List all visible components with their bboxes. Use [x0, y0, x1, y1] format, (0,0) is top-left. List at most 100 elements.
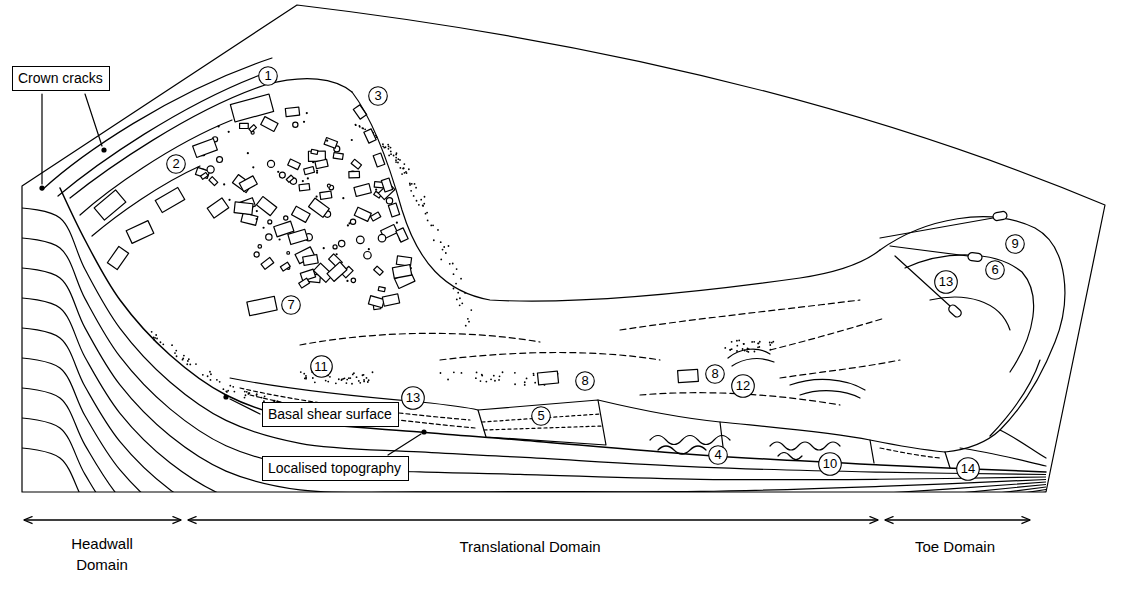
debris: [287, 252, 290, 255]
debris: [306, 112, 308, 114]
debris: [262, 227, 264, 229]
strata-line: [22, 208, 1046, 590]
callout-number: 10: [818, 452, 842, 476]
debris: [388, 155, 390, 157]
debris: [304, 167, 315, 175]
debris: [347, 224, 349, 226]
debris: [341, 379, 343, 381]
debris: [338, 240, 344, 246]
debris: [771, 342, 773, 344]
debris: [207, 166, 214, 173]
debris: [183, 355, 185, 357]
callout-number-text: 13: [406, 386, 420, 410]
flow-line: [780, 360, 900, 378]
debris: [228, 131, 230, 133]
debris: [305, 378, 307, 380]
debris: [300, 371, 302, 373]
debris: [248, 393, 250, 395]
debris: [327, 184, 330, 187]
debris: [751, 341, 753, 343]
debris: [409, 183, 411, 185]
debris: [368, 248, 370, 250]
debris: [228, 199, 230, 201]
strata-line: [22, 448, 1046, 590]
flow-line: [770, 318, 885, 350]
debris: [261, 117, 278, 132]
debris: [452, 263, 454, 265]
headwall-block: [155, 187, 185, 212]
debris: [274, 221, 294, 237]
debris: [320, 191, 332, 199]
debris: [470, 309, 472, 311]
debris: [386, 198, 392, 204]
debris: [422, 204, 424, 206]
debris: [267, 160, 274, 167]
label-box: Localised topography: [262, 456, 409, 481]
debris: [315, 159, 328, 169]
pressure-ridge: [790, 379, 865, 390]
debris: [227, 390, 229, 392]
headwall-block: [678, 369, 699, 382]
debris: [268, 220, 272, 224]
debris: [374, 266, 383, 275]
debris: [350, 219, 355, 224]
debris: [364, 251, 371, 258]
debris: [233, 391, 235, 393]
strata-line: [22, 358, 1046, 560]
debris: [299, 184, 310, 191]
debris: [292, 206, 311, 222]
debris: [346, 379, 348, 381]
debris: [534, 382, 536, 384]
basal-shear-surface: [60, 188, 1046, 472]
headwall-scarp: [70, 79, 352, 236]
debris: [468, 321, 470, 323]
debris: [256, 197, 276, 216]
debris: [302, 180, 304, 182]
debris: [351, 139, 353, 141]
domain-label: Toe Domain: [880, 536, 1030, 557]
debris: [315, 195, 317, 197]
toe-lobe: [905, 255, 1034, 372]
debris: [210, 379, 212, 381]
debris: [388, 145, 390, 147]
callout-number-text: 10: [823, 452, 837, 476]
debris: [303, 121, 305, 123]
headwall-block: [94, 94, 698, 385]
debris: [414, 183, 416, 185]
callout-circle: [576, 372, 595, 391]
debris: [440, 241, 442, 243]
debris: [370, 212, 380, 221]
debris: [382, 143, 384, 145]
debris: [252, 166, 254, 168]
debris: [396, 222, 398, 224]
debris: [324, 138, 337, 149]
debris: [387, 144, 389, 146]
debris: [326, 140, 328, 142]
debris: [325, 380, 327, 382]
callout-circle: [310, 355, 332, 377]
debris: [399, 167, 401, 169]
landslide-illustration: [22, 5, 1105, 590]
debris: [363, 381, 365, 383]
debris: [329, 376, 331, 378]
callout-number: 6: [985, 260, 1005, 280]
callout-circle: [369, 87, 388, 106]
debris: [442, 249, 444, 251]
label-text: Localised topography: [268, 460, 401, 477]
callout-circle: [259, 67, 278, 86]
debris: [256, 210, 258, 212]
toe-lobe: [880, 217, 1065, 468]
label-text: Crown cracks: [18, 70, 103, 87]
debris: [333, 153, 343, 160]
debris: [346, 280, 348, 282]
debris: [258, 245, 262, 249]
debris: [481, 374, 483, 376]
debris: [459, 304, 461, 306]
debris: [287, 252, 290, 255]
callout-number: 11: [310, 355, 333, 378]
slide-margin: [870, 440, 874, 463]
debris: [378, 287, 385, 292]
debris: [217, 157, 223, 163]
debris: [375, 189, 377, 191]
